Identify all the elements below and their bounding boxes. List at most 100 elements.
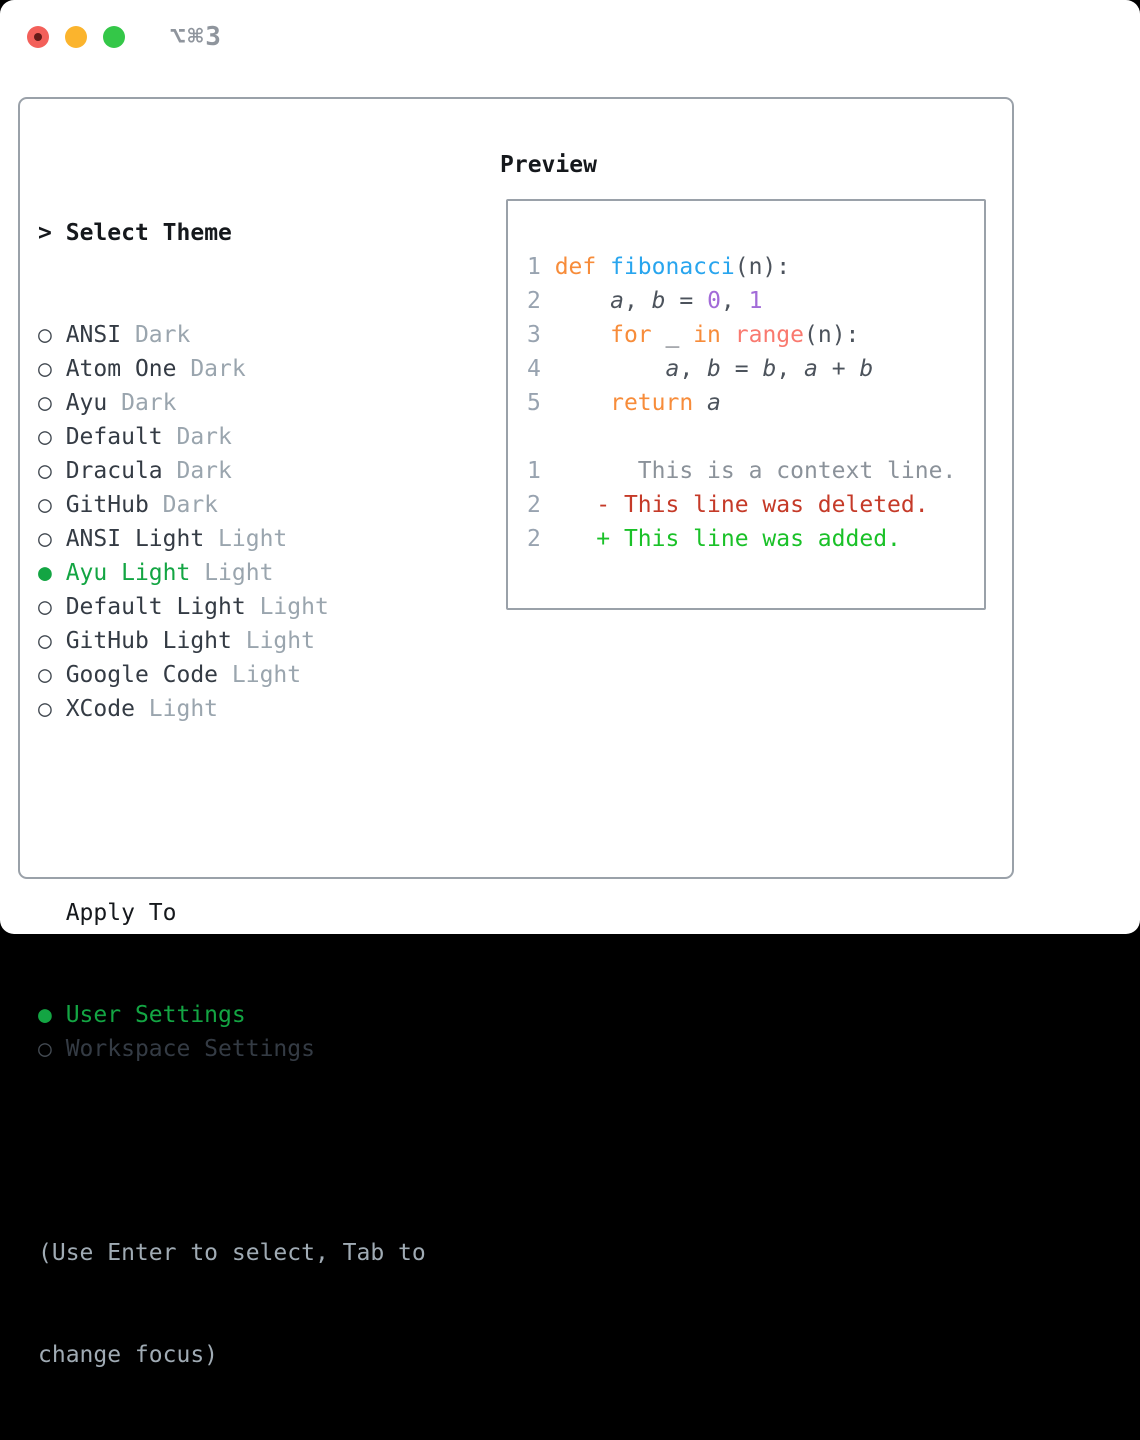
radio-icon: ○ <box>38 594 66 620</box>
line-number: 3 <box>527 322 555 348</box>
theme-variant: Dark <box>190 356 246 382</box>
radio-icon: ○ <box>38 1036 66 1062</box>
radio-icon: ○ <box>38 628 66 654</box>
code-token: b <box>707 356 721 382</box>
select-theme-title: Select Theme <box>65 220 232 246</box>
theme-option-list: ○ ANSI Dark○ Atom One Dark○ Ayu Dark○ De… <box>38 318 426 726</box>
code-token: for <box>610 322 652 348</box>
theme-name: GitHub <box>65 492 163 518</box>
code-line: 1 def fibonacci(n): <box>527 250 956 284</box>
code-token <box>721 322 735 348</box>
theme-variant: Dark <box>162 492 219 518</box>
spacer <box>38 1134 426 1168</box>
code-token: return <box>610 390 694 416</box>
zoom-button[interactable] <box>103 26 125 48</box>
line-number: 4 <box>527 356 555 382</box>
code-token <box>555 390 610 416</box>
theme-name: GitHub Light <box>65 628 246 654</box>
theme-variant: Dark <box>176 424 232 450</box>
theme-option-github-light-light[interactable]: ○ GitHub Light Light <box>38 624 426 658</box>
apply-option-workspace-settings[interactable]: ○ Workspace Settings <box>38 1032 426 1066</box>
code-token <box>541 492 596 518</box>
line-number: 2 <box>527 526 541 552</box>
theme-option-atom-one-dark[interactable]: ○ Atom One Dark <box>38 352 426 386</box>
theme-option-dracula-dark[interactable]: ○ Dracula Dark <box>38 454 426 488</box>
code-token <box>693 390 707 416</box>
apply-to-title: Apply To <box>65 900 177 926</box>
theme-name: Default <box>65 424 177 450</box>
code-token: a <box>665 356 680 382</box>
theme-name: ANSI <box>65 322 135 348</box>
theme-option-xcode-light[interactable]: ○ XCode Light <box>38 692 426 726</box>
radio-icon: ○ <box>38 492 66 518</box>
code-token: (n): <box>804 322 860 348</box>
theme-variant: Light <box>148 696 219 722</box>
theme-name: ANSI Light <box>65 526 219 552</box>
apply-option-user-settings[interactable]: ● User Settings <box>38 998 426 1032</box>
minimize-button[interactable] <box>65 26 87 48</box>
line-number: 2 <box>527 492 541 518</box>
theme-picker: > Select Theme ○ ANSI Dark○ Atom One Dar… <box>38 148 426 1440</box>
theme-option-ansi-light-light[interactable]: ○ ANSI Light Light <box>38 522 426 556</box>
theme-variant: Dark <box>176 458 232 484</box>
radio-icon: ○ <box>38 662 66 688</box>
code-token: + This line was added. <box>596 526 901 552</box>
code-token: a <box>804 356 818 382</box>
code-token: a <box>610 288 624 314</box>
theme-option-default-light-light[interactable]: ○ Default Light Light <box>38 590 426 624</box>
radio-icon: ○ <box>38 390 66 416</box>
code-token <box>555 356 666 382</box>
preview-pane <box>506 199 986 610</box>
theme-name: Ayu <box>65 390 122 416</box>
theme-option-ayu-dark[interactable]: ○ Ayu Dark <box>38 386 426 420</box>
theme-option-default-dark[interactable]: ○ Default Dark <box>38 420 426 454</box>
window: ⌥⌘3 > Select Theme ○ ANSI Dark○ Atom One… <box>0 0 1140 1368</box>
theme-variant: Light <box>259 594 329 620</box>
code-token: b <box>762 356 777 382</box>
apply-option-label: Workspace Settings <box>65 1036 315 1062</box>
code-line: 5 return a <box>527 386 956 420</box>
code-token: 1 <box>748 288 763 314</box>
theme-variant: Light <box>218 526 288 552</box>
code-line: 4 a, b = b, a + b <box>527 352 956 386</box>
apply-to-option-list: ● User Settings○ Workspace Settings <box>38 998 426 1066</box>
radio-icon: ○ <box>38 526 66 552</box>
theme-option-github-dark[interactable]: ○ GitHub Dark <box>38 488 426 522</box>
code-token <box>541 526 596 552</box>
line-number: 1 <box>527 458 541 484</box>
code-token: in <box>693 322 721 348</box>
code-token: This is a context line. <box>637 458 957 484</box>
theme-option-ayu-light-light[interactable]: ● Ayu Light Light <box>38 556 426 590</box>
theme-option-google-code-light[interactable]: ○ Google Code Light <box>38 658 426 692</box>
theme-name: Google Code <box>65 662 232 688</box>
preview-title: Preview <box>500 152 597 178</box>
code-token: b <box>651 288 666 314</box>
close-button[interactable] <box>27 26 49 48</box>
code-token <box>541 458 638 484</box>
theme-variant: Dark <box>134 322 191 348</box>
radio-icon: ○ <box>38 356 66 382</box>
radio-icon: ○ <box>38 458 66 484</box>
code-line: 3 for _ in range(n): <box>527 318 956 352</box>
code-line: 2 - This line was deleted. <box>527 488 956 522</box>
theme-name: Ayu Light <box>65 560 205 586</box>
line-number: 5 <box>527 390 555 416</box>
code-token: _ <box>651 322 694 348</box>
radio-icon: ○ <box>38 696 66 722</box>
code-token: a <box>707 390 721 416</box>
code-line: 2 a, b = 0, 1 <box>527 284 956 318</box>
code-token: range <box>734 322 804 348</box>
focus-caret: > <box>38 220 52 246</box>
radio-selected-icon: ● <box>38 560 66 586</box>
code-token: - This line was deleted. <box>596 492 929 518</box>
spacer <box>38 794 426 828</box>
code-token: , <box>720 288 749 314</box>
radio-selected-icon: ● <box>38 1002 66 1028</box>
radio-icon: ○ <box>38 322 66 348</box>
apply-to-header: Apply To <box>38 896 426 930</box>
theme-option-ansi-dark[interactable]: ○ ANSI Dark <box>38 318 426 352</box>
code-line <box>527 420 956 454</box>
code-token: b <box>859 356 874 382</box>
code-token: = <box>720 356 763 382</box>
